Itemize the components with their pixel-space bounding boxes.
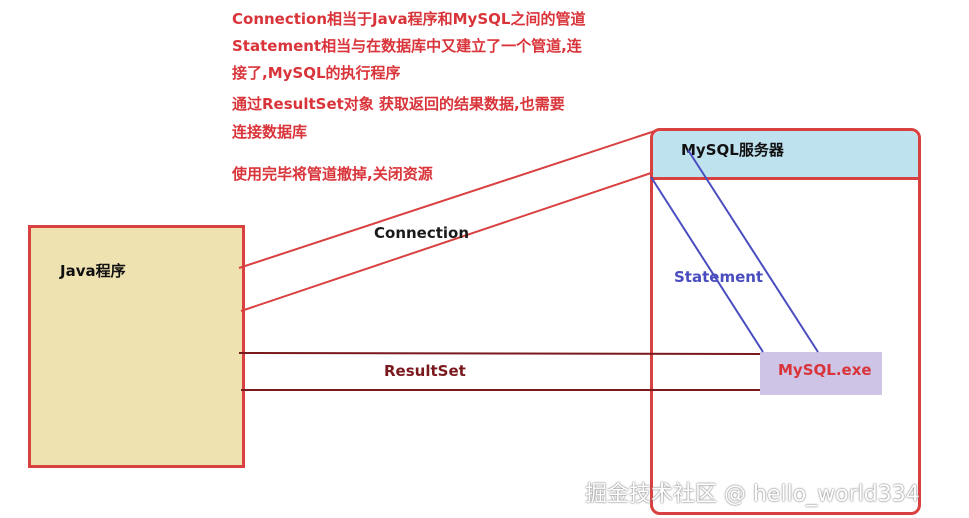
mysql-server-header (653, 131, 918, 180)
note-line-5: 连接数据库 (232, 123, 308, 141)
watermark: 掘金技术社区 @ hello_world334 (585, 482, 920, 507)
statement-pipe-left (650, 176, 764, 353)
connection-pipe-bottom (240, 172, 652, 312)
statement-label: Statement (674, 268, 764, 286)
note-line-4: 通过ResultSet对象 获取返回的结果数据,也需要 (232, 95, 565, 113)
connection-label: Connection (374, 224, 470, 242)
note-line-6: 使用完毕将管道撤掉,关闭资源 (232, 165, 433, 183)
note-line-3: 接了,MySQL的执行程序 (232, 64, 401, 82)
mysql-server-title: MySQL服务器 (681, 141, 784, 159)
resultset-label: ResultSet (384, 362, 466, 380)
statement-pipe-right (687, 149, 819, 353)
java-program-label: Java程序 (60, 262, 126, 280)
mysql-server-box (650, 128, 921, 515)
note-line-1: Connection相当于Java程序和MySQL之间的管道 (232, 10, 586, 28)
connection-pipe-top (238, 130, 656, 269)
mysql-exe-label: MySQL.exe (778, 361, 872, 379)
java-program-box (28, 225, 245, 468)
resultset-pipe-top (238, 352, 761, 355)
mysql-exe-box (760, 352, 882, 395)
note-line-2: Statement相当与在数据库中又建立了一个管道,连 (232, 37, 582, 55)
